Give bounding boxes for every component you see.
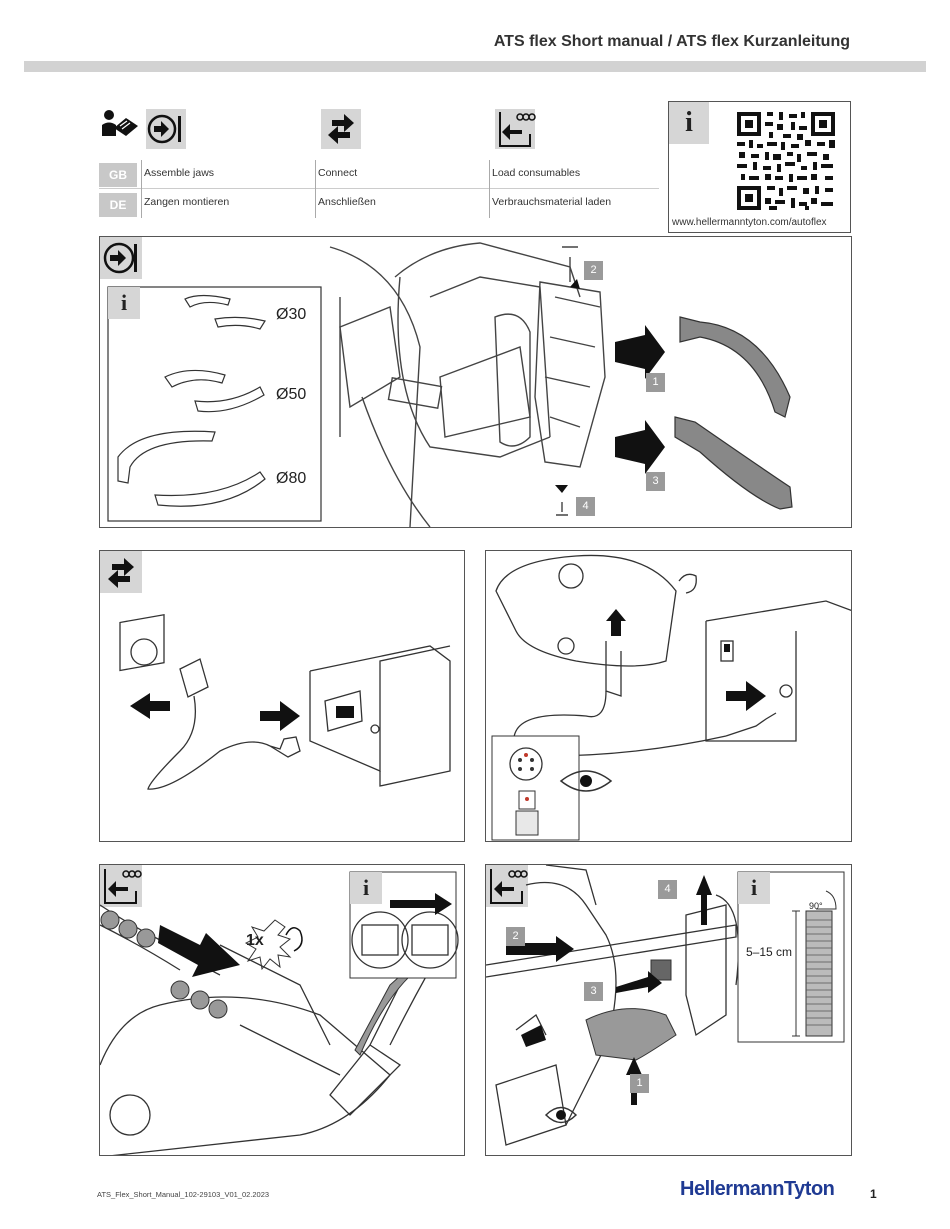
connect-power-illustration bbox=[100, 551, 465, 842]
load-consumables-illustration bbox=[100, 865, 465, 1156]
header-rule bbox=[24, 61, 926, 72]
step-badge: 1 bbox=[646, 373, 665, 392]
page-title: ATS flex Short manual / ATS flex Kurzanl… bbox=[494, 33, 850, 51]
step-badge: 4 bbox=[576, 497, 595, 516]
distance-label: 5–15 cm bbox=[746, 945, 792, 959]
legend-assemble-de: Zangen montieren bbox=[144, 196, 229, 208]
lang-badge-de: DE bbox=[99, 193, 137, 217]
load-consumables-icon bbox=[494, 108, 536, 150]
info-icon: i bbox=[108, 287, 140, 319]
page-number: 1 bbox=[870, 1187, 877, 1201]
step-badge: 3 bbox=[646, 472, 665, 491]
legend-divider bbox=[99, 188, 659, 189]
legend-connect-gb: Connect bbox=[318, 167, 357, 179]
legend-column-divider bbox=[315, 160, 316, 218]
legend-column-divider bbox=[141, 160, 142, 218]
assemble-jaws-panel: i Ø30 Ø50 Ø80 1 2 3 4 bbox=[99, 236, 852, 528]
info-url[interactable]: www.hellermanntyton.com/autoflex bbox=[672, 217, 827, 228]
brand-logo: HellermannTyton bbox=[680, 1178, 834, 1201]
legend-load-de: Verbrauchsmaterial laden bbox=[492, 196, 611, 208]
step-badge: 2 bbox=[584, 261, 603, 280]
assemble-jaws-icon bbox=[145, 108, 187, 150]
info-icon: i bbox=[738, 872, 770, 904]
legend-connect-de: Anschließen bbox=[318, 196, 376, 208]
angle-label: 90° bbox=[809, 901, 823, 911]
assemble-jaws-illustration bbox=[100, 237, 852, 528]
load-consumables-panel-left: i 1x bbox=[99, 864, 465, 1156]
load-consumables-illustration bbox=[486, 865, 852, 1156]
connect-sensor-panel bbox=[485, 550, 852, 842]
connect-sensor-illustration bbox=[486, 551, 852, 842]
jaw-size-label: Ø80 bbox=[276, 470, 306, 488]
connect-power-panel bbox=[99, 550, 465, 842]
read-manual-icon bbox=[100, 108, 140, 140]
step-badge: 1 bbox=[630, 1074, 649, 1093]
jaw-size-label: Ø30 bbox=[276, 306, 306, 324]
lang-badge-gb: GB bbox=[99, 163, 137, 187]
info-icon: i bbox=[350, 872, 382, 904]
load-consumables-panel-right: i 90° 5–15 cm 1 2 3 4 bbox=[485, 864, 852, 1156]
legend-column-divider bbox=[489, 160, 490, 218]
document-id: ATS_Flex_Short_Manual_102-29103_V01_02.2… bbox=[97, 1190, 269, 1199]
connect-icon bbox=[320, 108, 362, 150]
info-icon: i bbox=[669, 102, 709, 144]
jaw-size-label: Ø50 bbox=[276, 386, 306, 404]
qr-code[interactable] bbox=[735, 110, 837, 212]
legend-assemble-gb: Assemble jaws bbox=[144, 167, 214, 179]
step-badge: 3 bbox=[584, 982, 603, 1001]
step-badge: 2 bbox=[506, 927, 525, 946]
step-badge: 4 bbox=[658, 880, 677, 899]
legend-load-gb: Load consumables bbox=[492, 167, 580, 179]
qr-info-box: i www.hellermanntyton.com/autoflex bbox=[668, 101, 851, 233]
count-label: 1x bbox=[246, 932, 264, 950]
